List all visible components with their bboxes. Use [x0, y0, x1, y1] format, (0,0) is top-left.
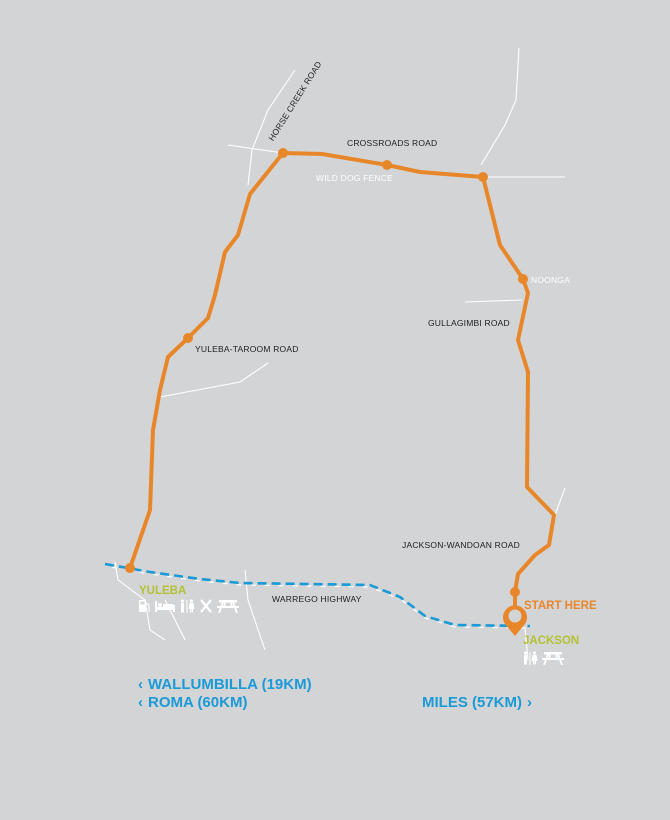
waypoint-start: [510, 587, 520, 597]
destination-wallumbilla-label: WALLUMBILLA (19KM): [148, 676, 312, 693]
horse-creek-road-line: [247, 69, 296, 186]
jackson-amenities: [522, 651, 564, 665]
warrego-highway-label: WARREGO HIGHWAY: [272, 594, 362, 604]
yuleba-amenities: [138, 599, 239, 613]
jackson-wandoan-road-line: [554, 487, 566, 516]
yuleba-taroom-road-label: YULEBA-TAROOM ROAD: [195, 344, 299, 354]
start-here-label: START HERE: [524, 600, 597, 612]
waypoint-horse-creek: [278, 148, 288, 158]
jackson-town-label: JACKSON: [523, 635, 580, 647]
waypoint-noonga: [518, 274, 528, 284]
north-road-line: [480, 47, 520, 166]
crossroads-road-label: CROSSROADS ROAD: [347, 138, 438, 148]
waypoint-crossroads-east: [478, 172, 488, 182]
destination-roma-label: ROMA (60KM): [148, 694, 248, 711]
waypoint-yuleba: [125, 563, 135, 573]
gullagimbi-road-line: [464, 299, 523, 303]
minor-roads: [114, 47, 566, 661]
yuleba-taroom-road-line: [159, 362, 269, 398]
jackson-wandoan-road-label: JACKSON-WANDOAN ROAD: [402, 540, 520, 550]
accommodation-icon: [155, 601, 175, 612]
destination-miles: MILES (57KM)›: [422, 694, 532, 711]
waypoint-wild-dog-fence: [382, 160, 392, 170]
crossroads-road-west-line: [227, 144, 284, 154]
chevron-left-icon: ‹: [138, 694, 143, 711]
route-waypoints: [125, 148, 528, 597]
destination-miles-label: MILES (57KM): [422, 694, 523, 711]
wild-dog-fence-label: WILD DOG FENCE: [316, 173, 393, 183]
jackson-local-road: [524, 627, 529, 661]
toilets-icon: [180, 599, 195, 613]
chevron-right-icon: ›: [527, 694, 533, 711]
yuleba-town-label: YULEBA: [139, 585, 187, 597]
chevron-left-icon: ‹: [138, 676, 143, 693]
drive-route-line: [128, 151, 556, 614]
fuel-icon: [139, 600, 151, 612]
picnic-table-icon: [542, 652, 564, 665]
toilets-icon: [523, 651, 538, 665]
picnic-table-icon: [217, 600, 239, 613]
food-icon: [200, 599, 212, 613]
start-pin-icon: [503, 605, 528, 636]
warrego-highway-line: [104, 562, 531, 628]
destination-wallumbilla: ‹ WALLUMBILLA (19KM): [138, 676, 312, 693]
gullagimbi-road-label: GULLAGIMBI ROAD: [428, 318, 510, 328]
noonga-label: NOONGA: [531, 275, 570, 285]
waypoint-yuleba-taroom: [183, 333, 193, 343]
destination-roma: ‹ ROMA (60KM): [138, 694, 247, 711]
